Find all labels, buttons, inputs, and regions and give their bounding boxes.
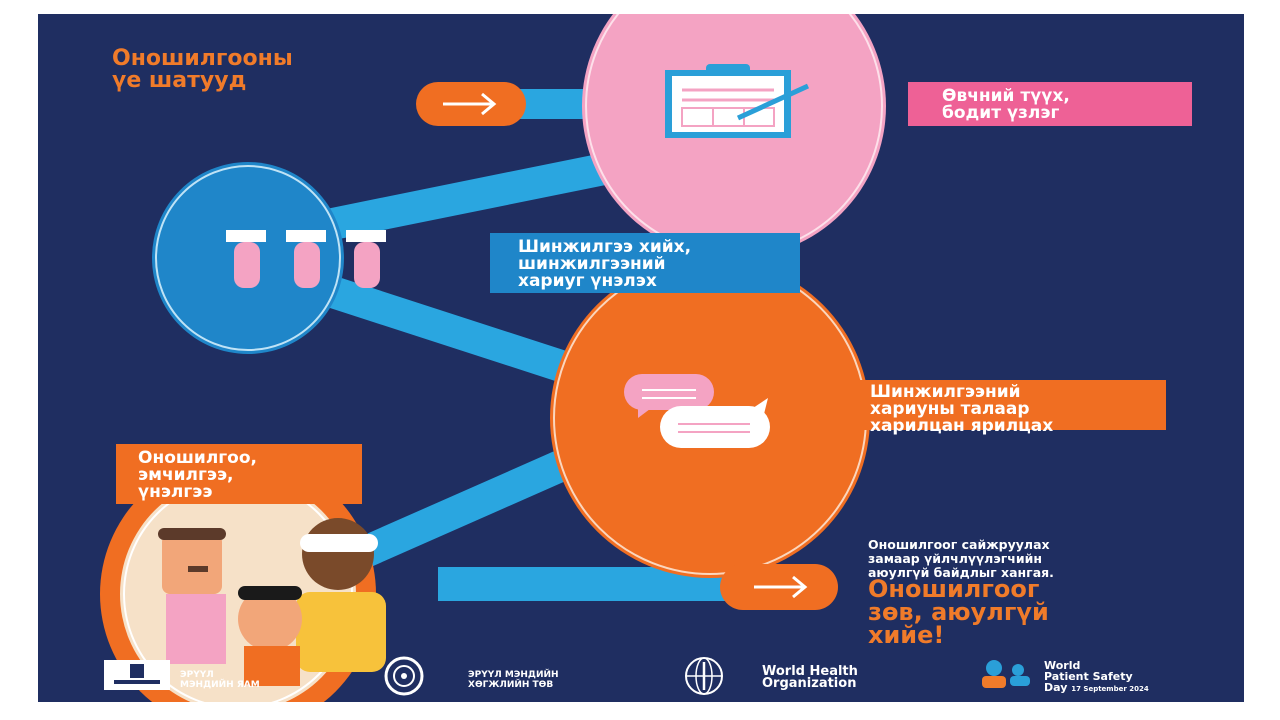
step-4-line-2: эмчилгээ, — [138, 465, 234, 485]
step-2-label: Шинжилгээ хийх, шинжилгээний хариуг үнэл… — [490, 233, 800, 293]
cta-headline-line-1: Оношилгоог — [868, 575, 1040, 603]
step-3-label: Шинжилгээний хариуны талаар харилцан яри… — [848, 380, 1166, 435]
step-2-line-3: хариуг үнэлэх — [518, 271, 657, 291]
step-4-label: Оношилгоо, эмчилгээ, үнэлгээ — [116, 444, 362, 504]
cta-subtext-line-3: аюулгүй байдлыг хангая. — [868, 565, 1054, 580]
step-4-line-3: үнэлгээ — [138, 482, 213, 502]
ministry-logo-text: ЭРҮҮЛ МЭНДИЙН ЯАМ — [180, 670, 260, 690]
ministry-emblem-icon — [104, 660, 170, 690]
step-1-label: Өвчний түүх, бодит үзлэг — [908, 82, 1192, 126]
step-3-line-3: харилцан ярилцах — [870, 416, 1054, 436]
poster: Оношилгооны үе шатууд Өвчний түүх, бодит… — [38, 14, 1244, 702]
wpsd-logo-text: World Patient Safety Day 17 September 20… — [1044, 660, 1149, 695]
step-1-line-2: бодит үзлэг — [942, 103, 1060, 123]
clipboard-icon — [582, 14, 886, 258]
ministry-line-1: ЭРҮҮЛ — [180, 670, 214, 680]
patients-family-icon — [100, 456, 386, 702]
wpsd-date: 17 September 2024 — [1071, 685, 1149, 693]
title-line-2: үе шатууд — [112, 68, 247, 93]
step-2-line-2: шинжилгээний — [518, 254, 666, 274]
start-arrow-icon — [416, 82, 526, 126]
wpsd-day: Day — [1044, 681, 1068, 694]
ministry-line-2: МЭНДИЙН ЯАМ — [180, 680, 260, 690]
who-line-2: Organization — [762, 676, 857, 691]
cta-subtext-line-2: замаар үйлчлүүлэгчийн — [868, 551, 1043, 566]
center-logo-text: ЭРҮҮЛ МЭНДИЙН ХӨГЖЛИЙН ТӨВ — [468, 670, 559, 690]
speech-bubbles-icon — [550, 258, 870, 578]
cta-headline-line-2: зөв, аюулгүй — [868, 598, 1049, 626]
cta-headline-line-3: хийе! — [868, 621, 945, 649]
cta-subtext-line-1: Оношилгоог сайжруулах — [868, 537, 1050, 552]
who-line-1: World Health — [762, 664, 858, 679]
page-title: Оношилгооны үе шатууд — [112, 48, 442, 92]
step-1-line-1: Өвчний түүх, — [942, 86, 1070, 106]
wpsd-line-3: Day 17 September 2024 — [1044, 682, 1149, 695]
step-3-line-1: Шинжилгээний — [870, 382, 1021, 402]
end-arrow-icon — [720, 564, 838, 610]
development-center-emblem-icon — [384, 656, 424, 696]
cta-subtext: Оношилгоог сайжруулах замаар үйлчлүүлэгч… — [868, 538, 1054, 580]
step-4-line-1: Оношилгоо, — [138, 448, 257, 468]
wpsd-emblem-icon — [982, 660, 1030, 688]
cta-headline: Оношилгоог зөв, аюулгүй хийе! — [868, 575, 1049, 649]
who-emblem-icon — [685, 657, 723, 695]
wpsd-line-1: World — [1044, 659, 1081, 672]
step-3-line-2: хариуны талаар — [870, 399, 1030, 419]
wpsd-line-2: Patient Safety — [1044, 670, 1133, 683]
pathway-graphic — [100, 14, 1030, 702]
center-line-2: ХӨГЖЛИЙН ТӨВ — [468, 680, 554, 690]
center-line-1: ЭРҮҮЛ МЭНДИЙН — [468, 670, 559, 680]
step-2-line-1: Шинжилгээ хийх, — [518, 237, 692, 257]
test-tubes-icon — [152, 162, 386, 354]
who-logo-text: World Health Organization — [762, 664, 858, 691]
title-line-1: Оношилгооны — [112, 46, 293, 71]
